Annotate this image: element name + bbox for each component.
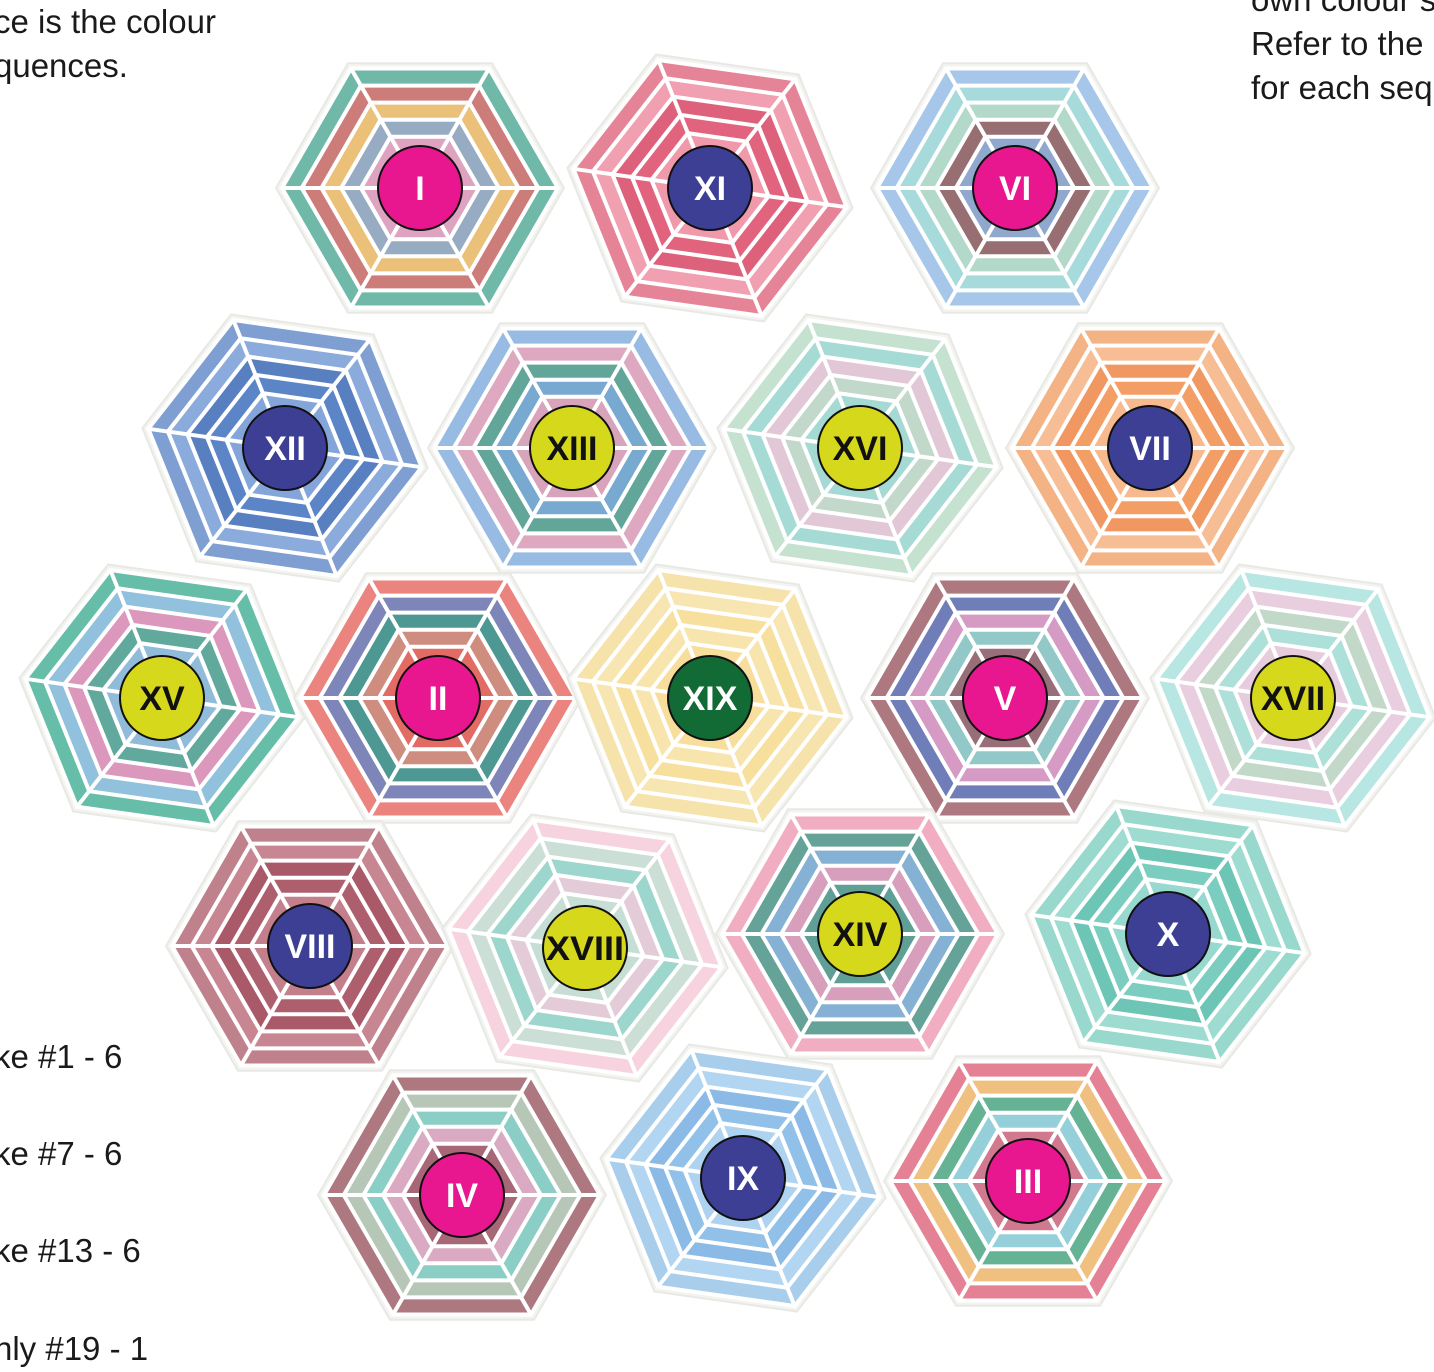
intro-text-right: own colour s Refer to the for each seq [1251, 0, 1434, 110]
badge-circle [817, 891, 903, 977]
intro-left-line-1: ce is the colour [0, 3, 216, 40]
motif-badge: XI [667, 145, 753, 231]
badge-circle [542, 905, 628, 991]
intro-right-line-1: own colour s [1251, 0, 1434, 22]
badge-circle [1250, 655, 1336, 741]
badge-circle [529, 405, 615, 491]
badge-label: XIV [833, 916, 888, 954]
badge-circle [667, 655, 753, 741]
motif-badge: II [395, 655, 481, 741]
badge-label: VI [999, 170, 1031, 208]
badge-circle [700, 1135, 786, 1221]
badge-label: X [1157, 916, 1180, 954]
intro-right-line-3: for each seq [1251, 69, 1433, 106]
badge-label: II [429, 680, 448, 718]
badge-label: XVII [1261, 680, 1325, 718]
badge-label: I [415, 170, 424, 208]
badge-circle [1107, 405, 1193, 491]
badge-circle [377, 145, 463, 231]
badge-label: XIX [683, 680, 738, 718]
badge-circle [419, 1152, 505, 1238]
intro-right-line-2: Refer to the [1251, 25, 1424, 62]
badge-circle [267, 903, 353, 989]
motif-badge: VII [1107, 405, 1193, 491]
motif-badge: XVIII [542, 905, 628, 991]
badge-label: V [994, 680, 1017, 718]
motif-badge: XV [119, 655, 205, 741]
badge-circle [242, 405, 328, 491]
legend-line-1: ke #1 - 6 [0, 1038, 123, 1075]
intro-text-left: ce is the colour quences. [0, 0, 216, 88]
badge-label: VIII [284, 928, 335, 966]
badge-label: XII [264, 430, 306, 468]
badge-circle [119, 655, 205, 741]
motif-badge: XVI [817, 405, 903, 491]
badge-circle [395, 655, 481, 741]
motif-badge: IV [419, 1152, 505, 1238]
badge-label: XV [139, 680, 185, 718]
motif-badge: X [1125, 891, 1211, 977]
motif-badge: V [962, 655, 1048, 741]
badge-label: XVI [833, 430, 888, 468]
motif-badge: IX [700, 1135, 786, 1221]
badge-label: VII [1129, 430, 1171, 468]
badge-label: XIII [546, 430, 597, 468]
motif-badge: VIII [267, 903, 353, 989]
legend-line-3: ke #13 - 6 [0, 1232, 141, 1269]
badge-label: XI [694, 170, 726, 208]
legend-line-2: ke #7 - 6 [0, 1135, 123, 1172]
badge-circle [962, 655, 1048, 741]
badge-label: IV [446, 1177, 478, 1215]
intro-left-line-2: quences. [0, 47, 128, 84]
motif-badge: XII [242, 405, 328, 491]
motif-badge: III [985, 1138, 1071, 1224]
motif-badge: I [377, 145, 463, 231]
motif-badge: XVII [1250, 655, 1336, 741]
motif-badge: XIV [817, 891, 903, 977]
badge-circle [985, 1138, 1071, 1224]
badge-label: XVIII [546, 930, 624, 968]
legend-line-4: nly #19 - 1 [0, 1330, 149, 1367]
badge-circle [817, 405, 903, 491]
badge-label: IX [727, 1160, 759, 1198]
badge-circle [667, 145, 753, 231]
badge-label: III [1014, 1163, 1042, 1201]
motif-badge: XIII [529, 405, 615, 491]
hexagon-motif [274, 62, 566, 314]
badge-circle [972, 145, 1058, 231]
badge-circle [1125, 891, 1211, 977]
hexagon-motif [141, 313, 429, 583]
motif-badge: XIX [667, 655, 753, 741]
motif-badge: VI [972, 145, 1058, 231]
